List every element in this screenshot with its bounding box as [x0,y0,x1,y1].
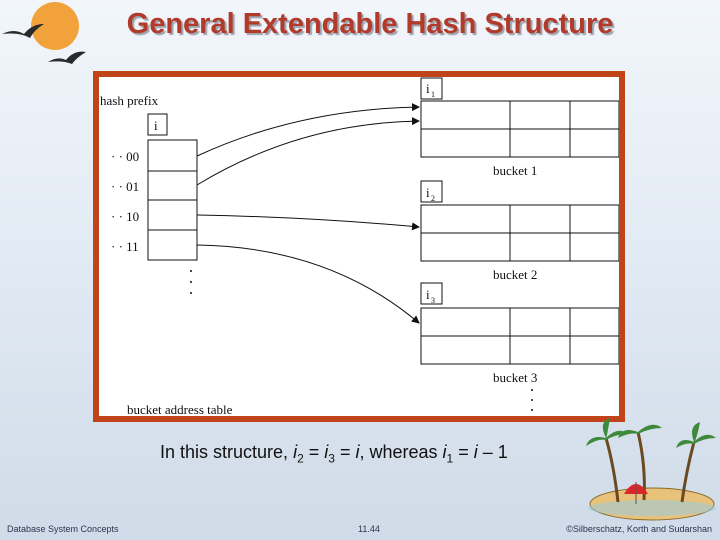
caption-var: i [324,442,329,462]
local-depth-box [420,77,443,100]
bird-icon [48,51,86,64]
table-entry [147,170,198,201]
pointer-arrow [196,214,420,231]
global-depth-box [147,113,168,136]
table-continuation-dots [190,270,192,294]
local-depth-sub: 1 [431,90,435,99]
local-depth-sub: 3 [431,296,435,305]
table-entry [147,139,198,172]
local-depth-box [420,282,443,305]
caption-text: – 1 [477,442,508,462]
sun-birds-logo [2,2,86,64]
local-depth-box [420,180,443,203]
caption-var: i [293,442,298,462]
footer-book-title: Database System Concepts [7,524,119,534]
bucket-address-table-label: bucket address table [127,402,233,416]
diagram-frame: hash prefix i · · 00 · · 01 · · 10 · · 1… [93,71,625,422]
prefix-label: · · 11 [111,239,139,254]
caption-text: , whereas [359,442,443,462]
bucket-3 [420,282,619,365]
pointer-arrow [196,244,420,324]
caption-text: = [303,442,325,462]
caption-sub: 2 [297,451,304,466]
footer-slide-number: 11.44 [358,524,380,534]
bird-icon [2,24,44,38]
caption: In this structure, i2 = i3 = i, whereas … [160,442,508,466]
pointer-arrow [196,117,420,186]
bucket-label: bucket 3 [493,370,537,385]
hash-prefix-label: hash prefix [100,93,159,108]
pointer-arrows [196,103,420,324]
caption-var: i [442,442,447,462]
bucket-label: bucket 2 [493,267,537,282]
caption-sub: 1 [446,451,454,466]
caption-var: i [355,442,360,462]
pointer-arrow [196,103,420,157]
bucket-continuation-dots [531,389,533,411]
bucket-1 [420,77,619,158]
table-entry [147,199,198,231]
sun-icon [31,2,79,50]
prefix-label: · · 00 [111,149,139,164]
local-depth-label: i [426,81,430,96]
caption-var: i [473,442,478,462]
palm-island-clipart [586,418,716,521]
local-depth-label: i [426,287,430,302]
table-entry [147,229,198,261]
local-depth-sub: 2 [431,194,435,203]
slide-title: General Extendable Hash Structure [126,8,614,40]
extendable-hash-diagram: hash prefix i · · 00 · · 01 · · 10 · · 1… [100,77,619,416]
prefix-label: · · 10 [111,209,139,224]
bucket-address-table [147,139,198,261]
caption-text: In this structure, [160,442,294,462]
footer-copyright: ©Silberschatz, Korth and Sudarshan [566,524,712,534]
global-depth-label: i [154,118,158,133]
bucket-2 [420,180,619,262]
caption-text: = [453,442,474,462]
caption-text: = [334,442,356,462]
local-depth-label: i [426,185,430,200]
prefix-label: · · 01 [111,179,139,194]
caption-sub: 3 [328,451,335,466]
bucket-label: bucket 1 [493,163,537,178]
